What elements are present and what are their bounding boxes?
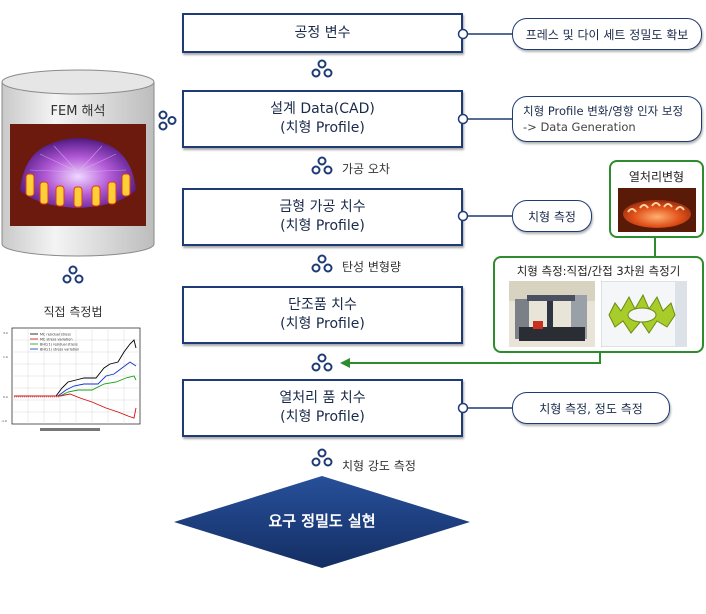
step-heat-treatment-sublabel: (치형 Profile) bbox=[280, 409, 365, 425]
note-tooth-measurement-text: 치형 측정 bbox=[528, 209, 576, 224]
step-heat-treatment-label: 열처리 품 치수 bbox=[279, 390, 366, 406]
note-press-die-precision-text: 프레스 및 다이 세트 정밀도 확보 bbox=[525, 27, 689, 42]
triple-dot-icon bbox=[311, 353, 333, 372]
note-data-generation-text: -> Data Generation bbox=[523, 120, 636, 134]
connector-label-elastic-deformation: 탄성 변형량 bbox=[342, 260, 402, 274]
port-icon bbox=[457, 28, 469, 40]
step-process-variables: 공정 변수 bbox=[182, 13, 463, 53]
port-icon bbox=[457, 113, 469, 125]
step-forging-dimension-sublabel: (치형 Profile) bbox=[280, 316, 365, 332]
step-die-machining-sublabel: (치형 Profile) bbox=[280, 218, 365, 234]
triple-dot-icon bbox=[311, 448, 333, 467]
note-profile-correction-text: 치형 Profile 변화/영향 인자 보정 bbox=[523, 104, 684, 118]
step-die-machining: 금형 가공 치수 (치형 Profile) bbox=[182, 188, 463, 246]
triple-dot-icon bbox=[311, 59, 333, 78]
step-process-variables-label: 공정 변수 bbox=[294, 24, 351, 41]
note-accuracy-measurement: 치형 측정, 정도 측정 bbox=[512, 392, 670, 424]
step-design-data-label: 설계 Data(CAD) bbox=[270, 101, 375, 117]
port-icon bbox=[457, 210, 469, 222]
port-icon bbox=[457, 402, 469, 414]
heat-deformation-title: 열처리변형 bbox=[628, 170, 685, 184]
step-die-machining-label: 금형 가공 치수 bbox=[279, 199, 366, 215]
note-tooth-measurement: 치형 측정 bbox=[512, 200, 592, 232]
measurement-panel: 치형 측정:직접/간접 3차원 측정기 bbox=[493, 256, 704, 353]
svg-text:0.0: 0.0 bbox=[3, 395, 8, 399]
heat-deformation-panel: 열처리변형 bbox=[609, 160, 704, 238]
triple-dot-icon bbox=[158, 110, 177, 131]
cmm-machine-photo bbox=[509, 281, 595, 347]
note-profile-correction: 치형 Profile 변화/영향 인자 보정 -> Data Generatio… bbox=[512, 96, 702, 142]
step-design-data: 설계 Data(CAD) (치형 Profile) bbox=[182, 90, 463, 148]
step-forging-dimension: 단조품 치수 (치형 Profile) bbox=[182, 286, 463, 344]
legend-entry: BHC(1) residual stress bbox=[40, 343, 78, 347]
note-accuracy-measurement-text: 치형 측정, 정도 측정 bbox=[539, 401, 643, 416]
triple-dot-icon bbox=[311, 156, 333, 175]
triple-dot-icon bbox=[62, 265, 84, 284]
legend-entry: MC stress variation bbox=[40, 338, 72, 342]
measurement-title: 치형 측정:직접/간접 3차원 측정기 bbox=[516, 264, 681, 278]
fem-title: FEM 해석 bbox=[50, 104, 106, 119]
goal-diamond bbox=[174, 476, 470, 568]
step-heat-treatment-dimension: 열처리 품 치수 (치형 Profile) bbox=[182, 379, 463, 437]
step-forging-dimension-label: 단조품 치수 bbox=[288, 297, 357, 313]
heat-deformation-photo bbox=[618, 188, 696, 232]
svg-text:3.0: 3.0 bbox=[3, 331, 8, 335]
legend-entry: BHC(1) stress variation bbox=[40, 348, 79, 352]
chart-title: 직접 측정법 bbox=[43, 305, 103, 319]
goal-label: 요구 정밀도 실현 bbox=[268, 512, 376, 530]
note-press-die-precision: 프레스 및 다이 세트 정밀도 확보 bbox=[512, 18, 702, 50]
connector-label-machining-error: 가공 오차 bbox=[342, 162, 390, 176]
measured-gear-model bbox=[601, 281, 687, 347]
triple-dot-icon bbox=[311, 254, 333, 273]
step-design-data-sublabel: (치형 Profile) bbox=[280, 120, 365, 136]
connector-label-strength-measurement: 치형 강도 측정 bbox=[342, 459, 416, 473]
fem-simulation-image bbox=[10, 124, 146, 226]
svg-text:-1.0: -1.0 bbox=[1, 419, 7, 423]
direct-measurement-chart: MC residual stress MC stress variation B… bbox=[1, 327, 141, 431]
legend-entry: MC residual stress bbox=[40, 333, 71, 337]
svg-text:1.0: 1.0 bbox=[3, 355, 8, 359]
